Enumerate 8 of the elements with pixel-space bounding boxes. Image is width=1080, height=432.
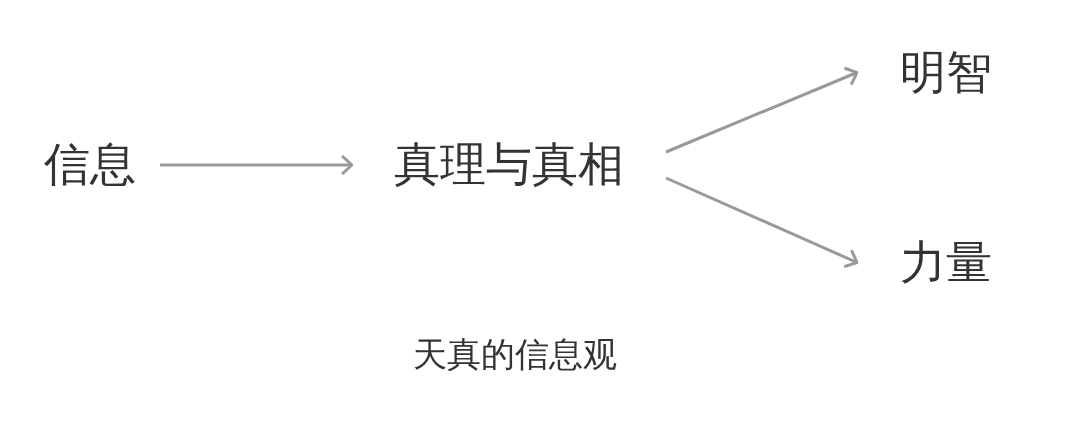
node-label: 力量 bbox=[857, 230, 1035, 295]
node-label: 明智 bbox=[857, 40, 1035, 105]
caption: 天真的信息观 bbox=[412, 334, 618, 375]
node-label: 信息 bbox=[20, 135, 160, 195]
arrow bbox=[665, 176, 859, 269]
node-label: 真理与真相 bbox=[352, 135, 666, 195]
arrow bbox=[160, 154, 354, 176]
arrow bbox=[665, 66, 859, 154]
